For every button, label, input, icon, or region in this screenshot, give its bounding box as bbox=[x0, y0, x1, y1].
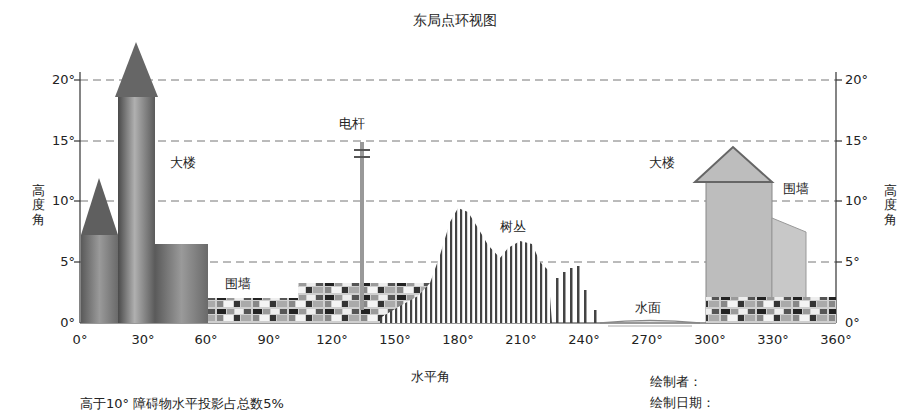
obstacle-label: 大楼 bbox=[649, 155, 675, 171]
axis-tick-label: 240° bbox=[568, 332, 599, 348]
chart-title: 东局点环视图 bbox=[413, 12, 497, 29]
obstacle-label: 电杆 bbox=[339, 116, 365, 132]
date-field: 绘制日期： bbox=[650, 395, 715, 411]
obstacle-label: 树丛 bbox=[498, 219, 528, 235]
axis-tick-label: 0° bbox=[60, 315, 75, 331]
axis-tick-label: 180° bbox=[442, 332, 473, 348]
axis-tick-label: 15° bbox=[52, 133, 75, 149]
axis-title: 水平角 bbox=[411, 369, 450, 385]
axis-tick-label: 0° bbox=[845, 315, 860, 331]
axis-tick-label: 120° bbox=[316, 332, 347, 348]
axis-tick-label: 330° bbox=[757, 332, 788, 348]
axis-tick-label: 60° bbox=[194, 332, 217, 348]
axis-tick-label: 15° bbox=[845, 133, 868, 149]
axis-tick-label: 30° bbox=[131, 332, 154, 348]
obstacle-label: 围墙 bbox=[781, 181, 811, 197]
axis-tick-label: 90° bbox=[257, 332, 280, 348]
obstacle-label: 围墙 bbox=[225, 276, 251, 292]
axis-tick-label: 360° bbox=[820, 332, 851, 348]
obstacle-label: 大楼 bbox=[170, 155, 196, 171]
axis-tick-label: 20° bbox=[845, 72, 868, 88]
axis-title: 高度角 bbox=[32, 184, 45, 227]
axis-tick-label: 0° bbox=[73, 332, 88, 348]
note-text: 高于10° 障碍物水平投影占总数5% bbox=[80, 396, 284, 412]
axis-tick-label: 10° bbox=[845, 193, 868, 209]
axis-tick-label: 270° bbox=[631, 332, 662, 348]
axis-tick-label: 5° bbox=[60, 254, 75, 270]
axis-tick-label: 10° bbox=[52, 193, 75, 209]
obstacle-label: 水面 bbox=[635, 300, 661, 316]
axis-tick-label: 150° bbox=[379, 332, 410, 348]
axis-title: 高度角 bbox=[884, 184, 897, 227]
axis-tick-label: 20° bbox=[52, 72, 75, 88]
author-field: 绘制者： bbox=[650, 374, 702, 390]
axis-tick-label: 210° bbox=[505, 332, 536, 348]
axis-tick-label: 300° bbox=[694, 332, 725, 348]
axis-tick-label: 5° bbox=[845, 254, 860, 270]
